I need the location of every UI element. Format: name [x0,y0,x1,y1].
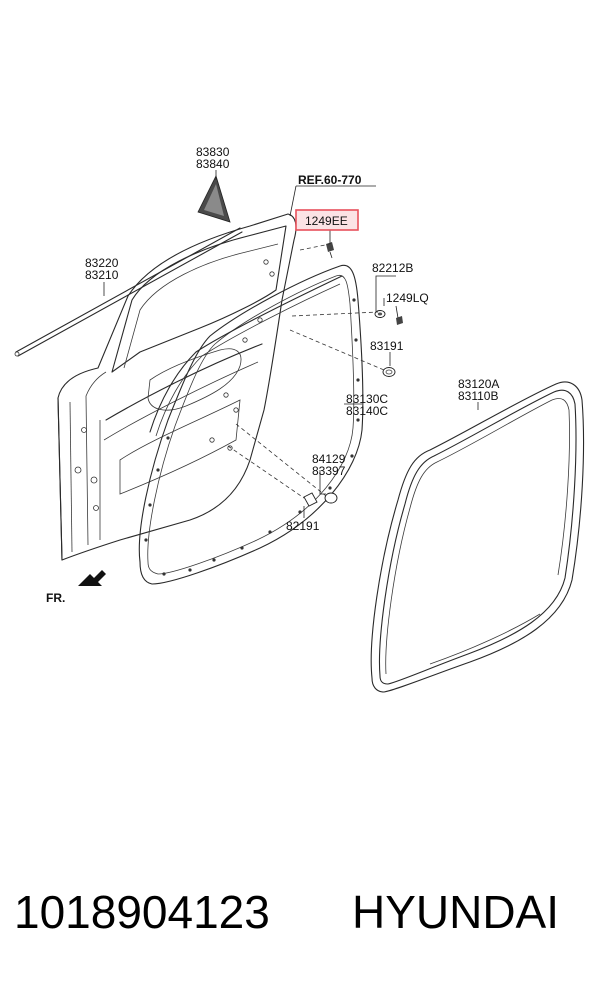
belt-weatherstrip [14,227,243,357]
front-arrow-icon [78,570,106,586]
reference-lines [227,243,385,499]
label-83191: 83191 [370,339,404,353]
label-82212b: 82212B [372,261,413,275]
label-83130c: 83130C [346,392,388,406]
footer-part-number: 1018904123 [14,886,270,938]
door-panel [57,213,297,561]
leader-lines [103,170,479,518]
body-side-weatherstrip [370,381,585,693]
label-83140c: 83140C [346,404,388,418]
label-84129: 84129 [312,452,346,466]
label-83110b: 83110B [458,389,498,403]
label-83210: 83210 [85,268,119,282]
label-1249ee: 1249EE [305,214,348,228]
label-82191: 82191 [286,519,320,533]
highlight-box [295,209,359,231]
label-83840: 83840 [196,157,230,171]
label-83830: 83830 [196,145,230,159]
label-ref: REF.60-770 [298,173,362,187]
footer-brand: HYUNDAI [352,886,559,938]
label-fr: FR. [46,591,65,605]
label-83120a: 83120A [458,377,499,391]
label-1249lq: 1249LQ [386,291,429,305]
delta-garnish [197,174,231,223]
label-83220: 83220 [85,256,119,270]
label-83397: 83397 [312,464,346,478]
door-side-weatherstrip [138,264,364,585]
